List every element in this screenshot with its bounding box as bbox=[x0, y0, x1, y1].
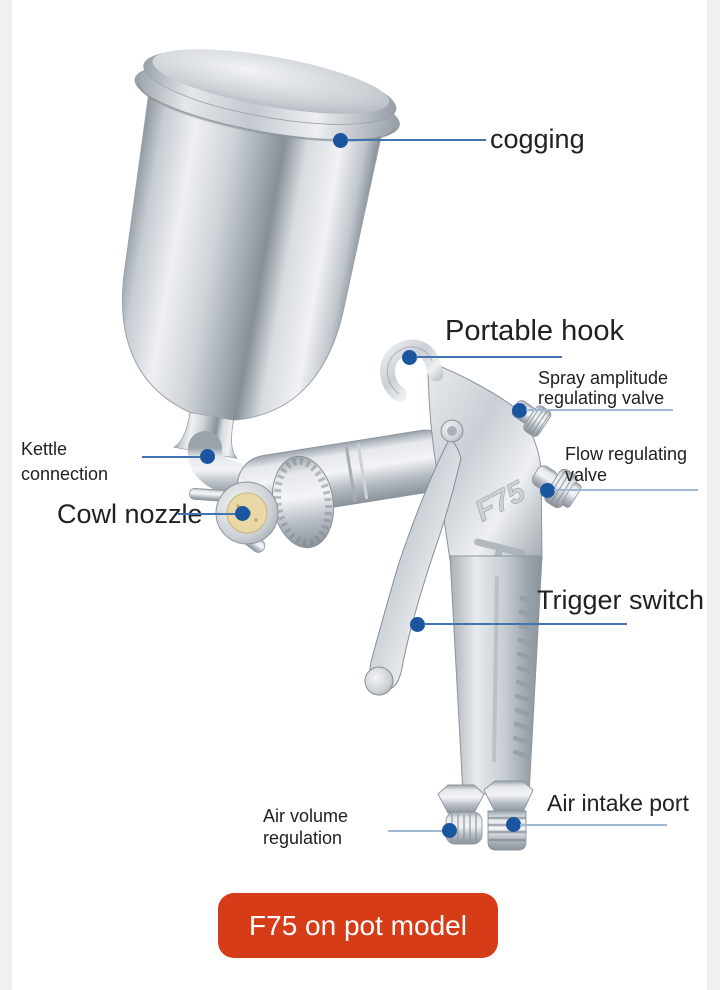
callout-label-trigger-switch: Trigger switch bbox=[537, 585, 705, 615]
callout-dot-air-volume bbox=[442, 823, 457, 838]
callout-dot-portable-hook bbox=[402, 350, 417, 365]
left-gray-strip bbox=[0, 0, 12, 990]
callout-line-kettle-connection bbox=[142, 456, 200, 458]
callout-label-flow-valve: Flow regulating valve bbox=[565, 444, 688, 485]
callout-dot-air-intake bbox=[506, 817, 521, 832]
callout-line-trigger-switch bbox=[424, 623, 627, 625]
callout-label-cogging: cogging bbox=[490, 124, 585, 154]
callout-line-air-intake bbox=[520, 824, 667, 826]
callout-label-air-volume: Air volume regulation bbox=[263, 806, 349, 848]
callout-line-cogging bbox=[347, 139, 486, 141]
trigger-part bbox=[369, 437, 462, 691]
callout-label-kettle-connection: Kettle connection bbox=[21, 439, 109, 484]
callout-line-portable-hook bbox=[416, 356, 562, 358]
callout-dot-spray-amplitude bbox=[512, 403, 527, 418]
callout-dot-flow-valve bbox=[540, 483, 555, 498]
paint-cup bbox=[122, 49, 400, 459]
callout-line-air-volume bbox=[388, 830, 442, 832]
callout-line-cowl-nozzle bbox=[178, 513, 236, 515]
callout-label-spray-amplitude: Spray amplitude regulating valve bbox=[538, 368, 669, 408]
callout-dot-cogging bbox=[333, 133, 348, 148]
callout-label-portable-hook: Portable hook bbox=[445, 315, 624, 347]
callout-dot-kettle-connection bbox=[200, 449, 215, 464]
callout-line-spray-amplitude bbox=[526, 409, 673, 411]
callout-dot-trigger-switch bbox=[410, 617, 425, 632]
gun-handle bbox=[449, 555, 543, 795]
air-volume-regulation-part bbox=[437, 784, 485, 845]
model-button-label: F75 on pot model bbox=[249, 909, 467, 941]
callout-label-air-intake: Air intake port bbox=[547, 790, 689, 816]
callout-dot-cowl-nozzle bbox=[235, 506, 250, 521]
right-gray-strip bbox=[707, 0, 720, 990]
model-button[interactable]: F75 on pot model bbox=[218, 893, 498, 958]
callout-line-flow-valve bbox=[554, 489, 698, 491]
